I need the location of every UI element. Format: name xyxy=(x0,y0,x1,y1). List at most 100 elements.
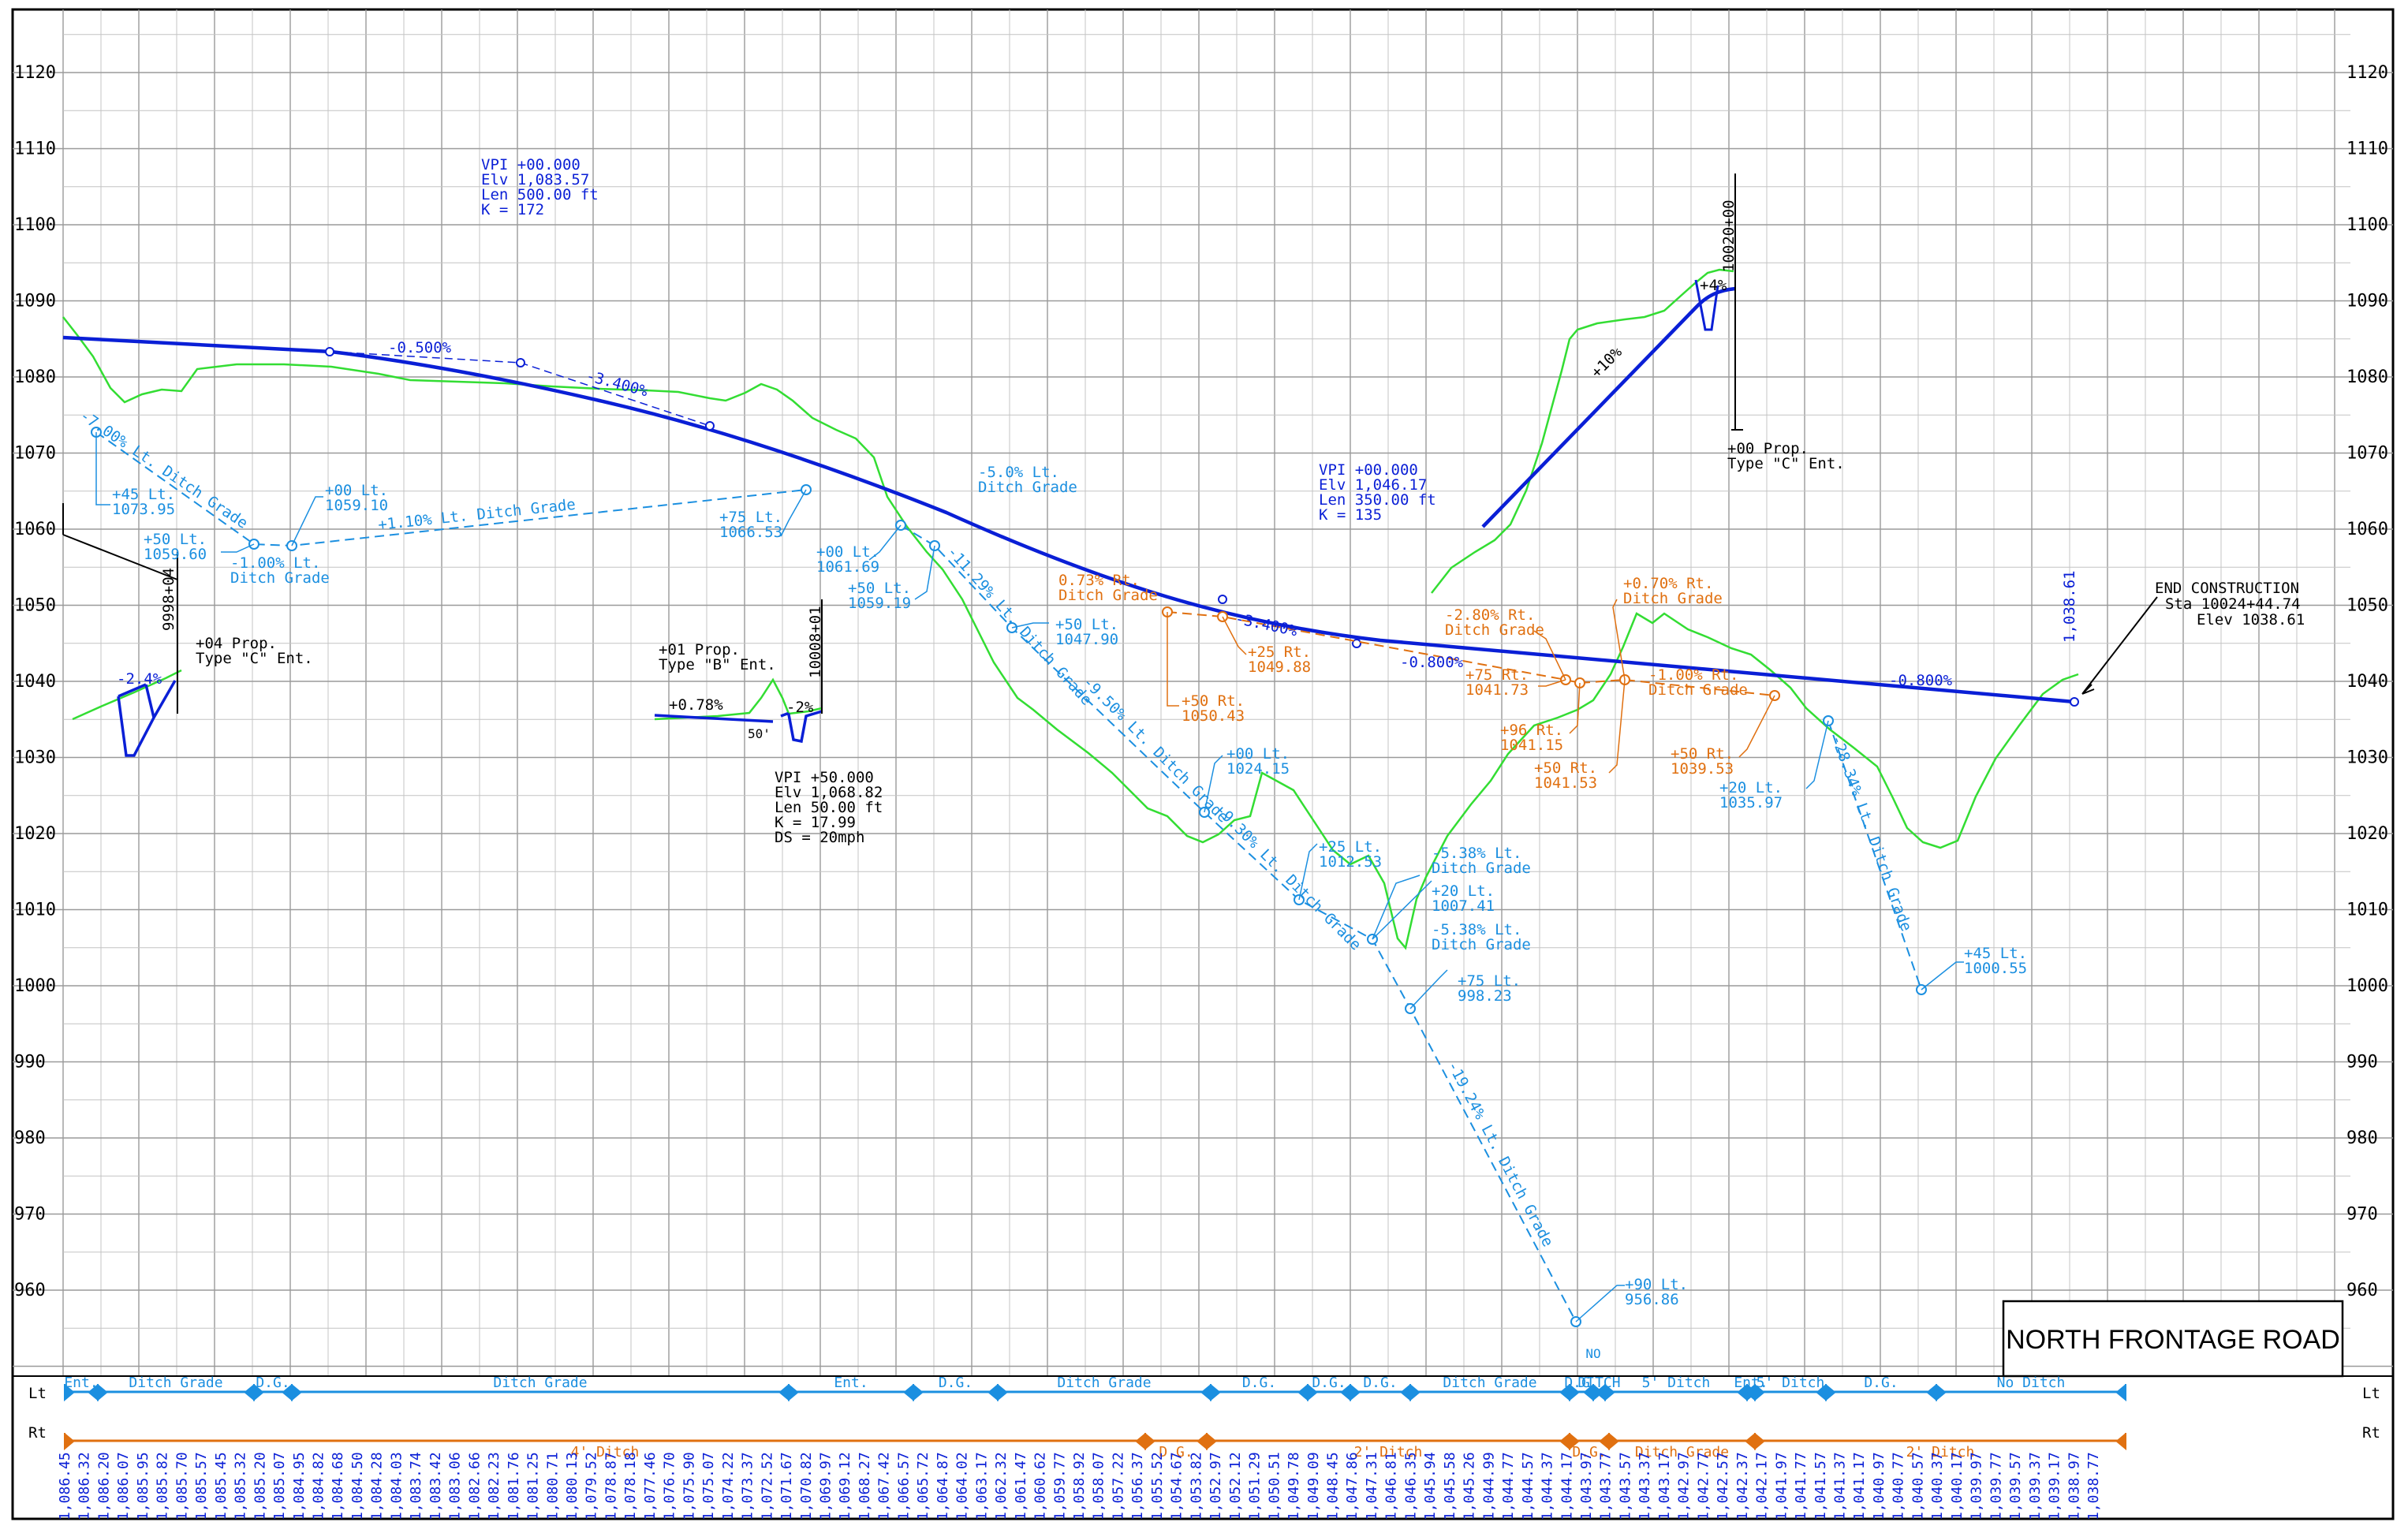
end-construction-elev: Elev 1038.61 xyxy=(2197,611,2305,629)
bottom-elevation-label: 1,083.06 xyxy=(447,1452,464,1520)
bottom-elevation-label: 1,038.97 xyxy=(2066,1452,2082,1520)
elevation-label-right: 1000 xyxy=(2346,976,2388,996)
vpi-block-2: K = 135 xyxy=(1319,506,1382,524)
bottom-elevation-label: 1,043.97 xyxy=(1578,1452,1595,1520)
proposed-profile-line xyxy=(62,335,2075,704)
right-ditch-label: Ditch Grade xyxy=(1648,681,1748,699)
bottom-elevation-label: 1,050.51 xyxy=(1266,1452,1282,1520)
elevation-label-left: 1110 xyxy=(14,140,56,159)
right-ditch-label: Ditch Grade xyxy=(1445,621,1544,639)
entrance-label: Type "C" Ent. xyxy=(196,650,313,667)
lt-band-tick xyxy=(1825,1384,1836,1402)
right-ditch-label: 1049.88 xyxy=(1248,658,1311,676)
bottom-elevation-label: 1,061.47 xyxy=(1013,1452,1029,1520)
leader-lines-blue xyxy=(95,432,1964,1322)
rt-band-tick xyxy=(1144,1433,1155,1451)
bottom-elevation-label: 1,042.97 xyxy=(1676,1452,1693,1520)
elevation-label-right: 1010 xyxy=(2346,901,2388,920)
ditch-point-label: +50 Lt. xyxy=(848,580,911,597)
bottom-elevation-label: 1,043.17 xyxy=(1656,1452,1673,1520)
bottom-elevation-label: 1,040.97 xyxy=(1871,1452,1887,1520)
right-ditch-label: +25 Rt. xyxy=(1248,643,1311,661)
no-ditch-note: NO xyxy=(1585,1346,1600,1361)
elevation-label-right: 1070 xyxy=(2346,444,2388,464)
lt-band-tick xyxy=(97,1384,108,1402)
elevation-label-left: 1120 xyxy=(14,63,56,83)
bottom-elevation-label: 1,051.29 xyxy=(1247,1452,1264,1520)
bottom-elevation-label: 1,081.76 xyxy=(506,1452,522,1520)
lt-band-tick xyxy=(1569,1384,1580,1402)
bottom-elevation-label: 1,044.37 xyxy=(1540,1452,1556,1520)
right-ditch-label: 1039.53 xyxy=(1671,760,1734,778)
lt-band-segment-label: No Ditch xyxy=(1997,1375,2066,1391)
ditch-grade-label: Ditch Grade xyxy=(978,479,1077,496)
ditch-grade-label: -5.38% Lt. xyxy=(1432,921,1521,938)
ditch-point-label: 1061.69 xyxy=(816,558,879,576)
start-ground-line xyxy=(72,669,182,721)
bottom-elevation-label: 1,079.52 xyxy=(584,1452,600,1520)
bottom-elevation-label: 1,042.17 xyxy=(1754,1452,1771,1520)
ditch-point-label: +75 Lt. xyxy=(719,509,782,526)
bottom-elevation-label: 1,055.52 xyxy=(1149,1452,1166,1520)
bottom-elevation-label: 1,069.97 xyxy=(818,1452,834,1520)
bottom-elevation-label: 1,070.82 xyxy=(798,1452,815,1520)
entrance-label: +00 Prop. xyxy=(1727,440,1809,457)
vpi-block-1: Elv 1,083.57 xyxy=(481,171,589,188)
bottom-elevation-label: 1,047.86 xyxy=(1344,1452,1361,1520)
elevation-label-right: 1030 xyxy=(2346,748,2388,768)
bottom-elevation-label: 1,041.97 xyxy=(1773,1452,1790,1520)
lt-band-tick xyxy=(1307,1384,1318,1402)
right-ditch-grade-lines xyxy=(1167,611,1775,696)
bottom-elevation-label: 1,039.97 xyxy=(1969,1452,1985,1520)
vpi-block-1: Len 500.00 ft xyxy=(481,186,599,203)
bottom-elevation-label: 1,085.07 xyxy=(271,1452,288,1520)
bottom-elevation-label: 1,043.77 xyxy=(1598,1452,1615,1520)
bottom-elevation-label: 1,063.17 xyxy=(973,1452,990,1520)
right-ditch-label: -1.00% Rt. xyxy=(1648,666,1738,684)
elevation-label-right: 990 xyxy=(2346,1053,2378,1072)
right-ditch-label: +75 Rt. xyxy=(1465,666,1529,684)
rt-band-label: Rt xyxy=(2362,1424,2380,1442)
bottom-elevation-label: 1,078.18 xyxy=(622,1452,639,1520)
bottom-elevation-label: 1,058.92 xyxy=(1071,1452,1088,1520)
bottom-elevation-label: 1,041.57 xyxy=(1813,1452,1829,1520)
lt-band-label: Lt xyxy=(28,1385,47,1402)
right-ditch-label: Ditch Grade xyxy=(1058,587,1158,604)
bottom-elevation-label: 1,086.45 xyxy=(57,1452,73,1520)
bottom-elevation-label: 1,069.12 xyxy=(837,1452,853,1520)
bottom-elevation-label: 1,041.77 xyxy=(1793,1452,1809,1520)
sheet-border xyxy=(11,8,2395,1520)
bottom-elevation-label: 1,085.45 xyxy=(213,1452,230,1520)
right-ditch-label: -2.80% Rt. xyxy=(1445,606,1535,624)
vpi-block-3: Elv 1,068.82 xyxy=(775,784,883,801)
elevation-label-left: 1070 xyxy=(14,444,56,464)
elevation-axis-left: 1120111011001090108010701060105010401030… xyxy=(14,63,56,1300)
bottom-elevation-label: 1,043.57 xyxy=(1617,1452,1633,1520)
ditch-grade-label: -5.0% Lt. xyxy=(978,464,1059,481)
vpi-block-2: VPI +00.000 xyxy=(1319,461,1418,479)
lt-band-tick xyxy=(788,1384,799,1402)
lt-band-tick xyxy=(1409,1384,1421,1402)
lt-band-segment-label: DITCH xyxy=(1577,1375,1620,1391)
bottom-elevation-label: 1,044.99 xyxy=(1480,1452,1497,1520)
grade-label: -2% xyxy=(786,699,814,716)
ditch-point-label: 1059.10 xyxy=(325,497,388,514)
bottom-elevation-label: 1,075.07 xyxy=(700,1452,717,1520)
bottom-elevation-label: 1,084.68 xyxy=(330,1452,346,1520)
grid xyxy=(13,9,2393,1376)
ditch-point-label: +50 Lt. xyxy=(144,531,207,548)
ditch-grade-label: -5.38% Lt. xyxy=(1432,845,1521,862)
ditch-point-label: 1035.97 xyxy=(1719,794,1783,811)
rt-band-tick xyxy=(1608,1433,1619,1451)
elevation-label-right: 1090 xyxy=(2346,292,2388,311)
bottom-elevation-label: 1,041.17 xyxy=(1851,1452,1868,1520)
bottom-elevation-label: 1,084.28 xyxy=(369,1452,386,1520)
bottom-elevation-label: 1,072.52 xyxy=(759,1452,775,1520)
start-entrance-profile xyxy=(117,680,177,757)
ditch-point-label: +00 Lt. xyxy=(325,482,388,499)
bottom-elevation-label: 1,071.67 xyxy=(778,1452,795,1520)
right-ditch-label: 1050.43 xyxy=(1182,707,1245,725)
bottom-elevation-label: 1,074.22 xyxy=(720,1452,737,1520)
elevation-label-left: 960 xyxy=(14,1281,46,1300)
